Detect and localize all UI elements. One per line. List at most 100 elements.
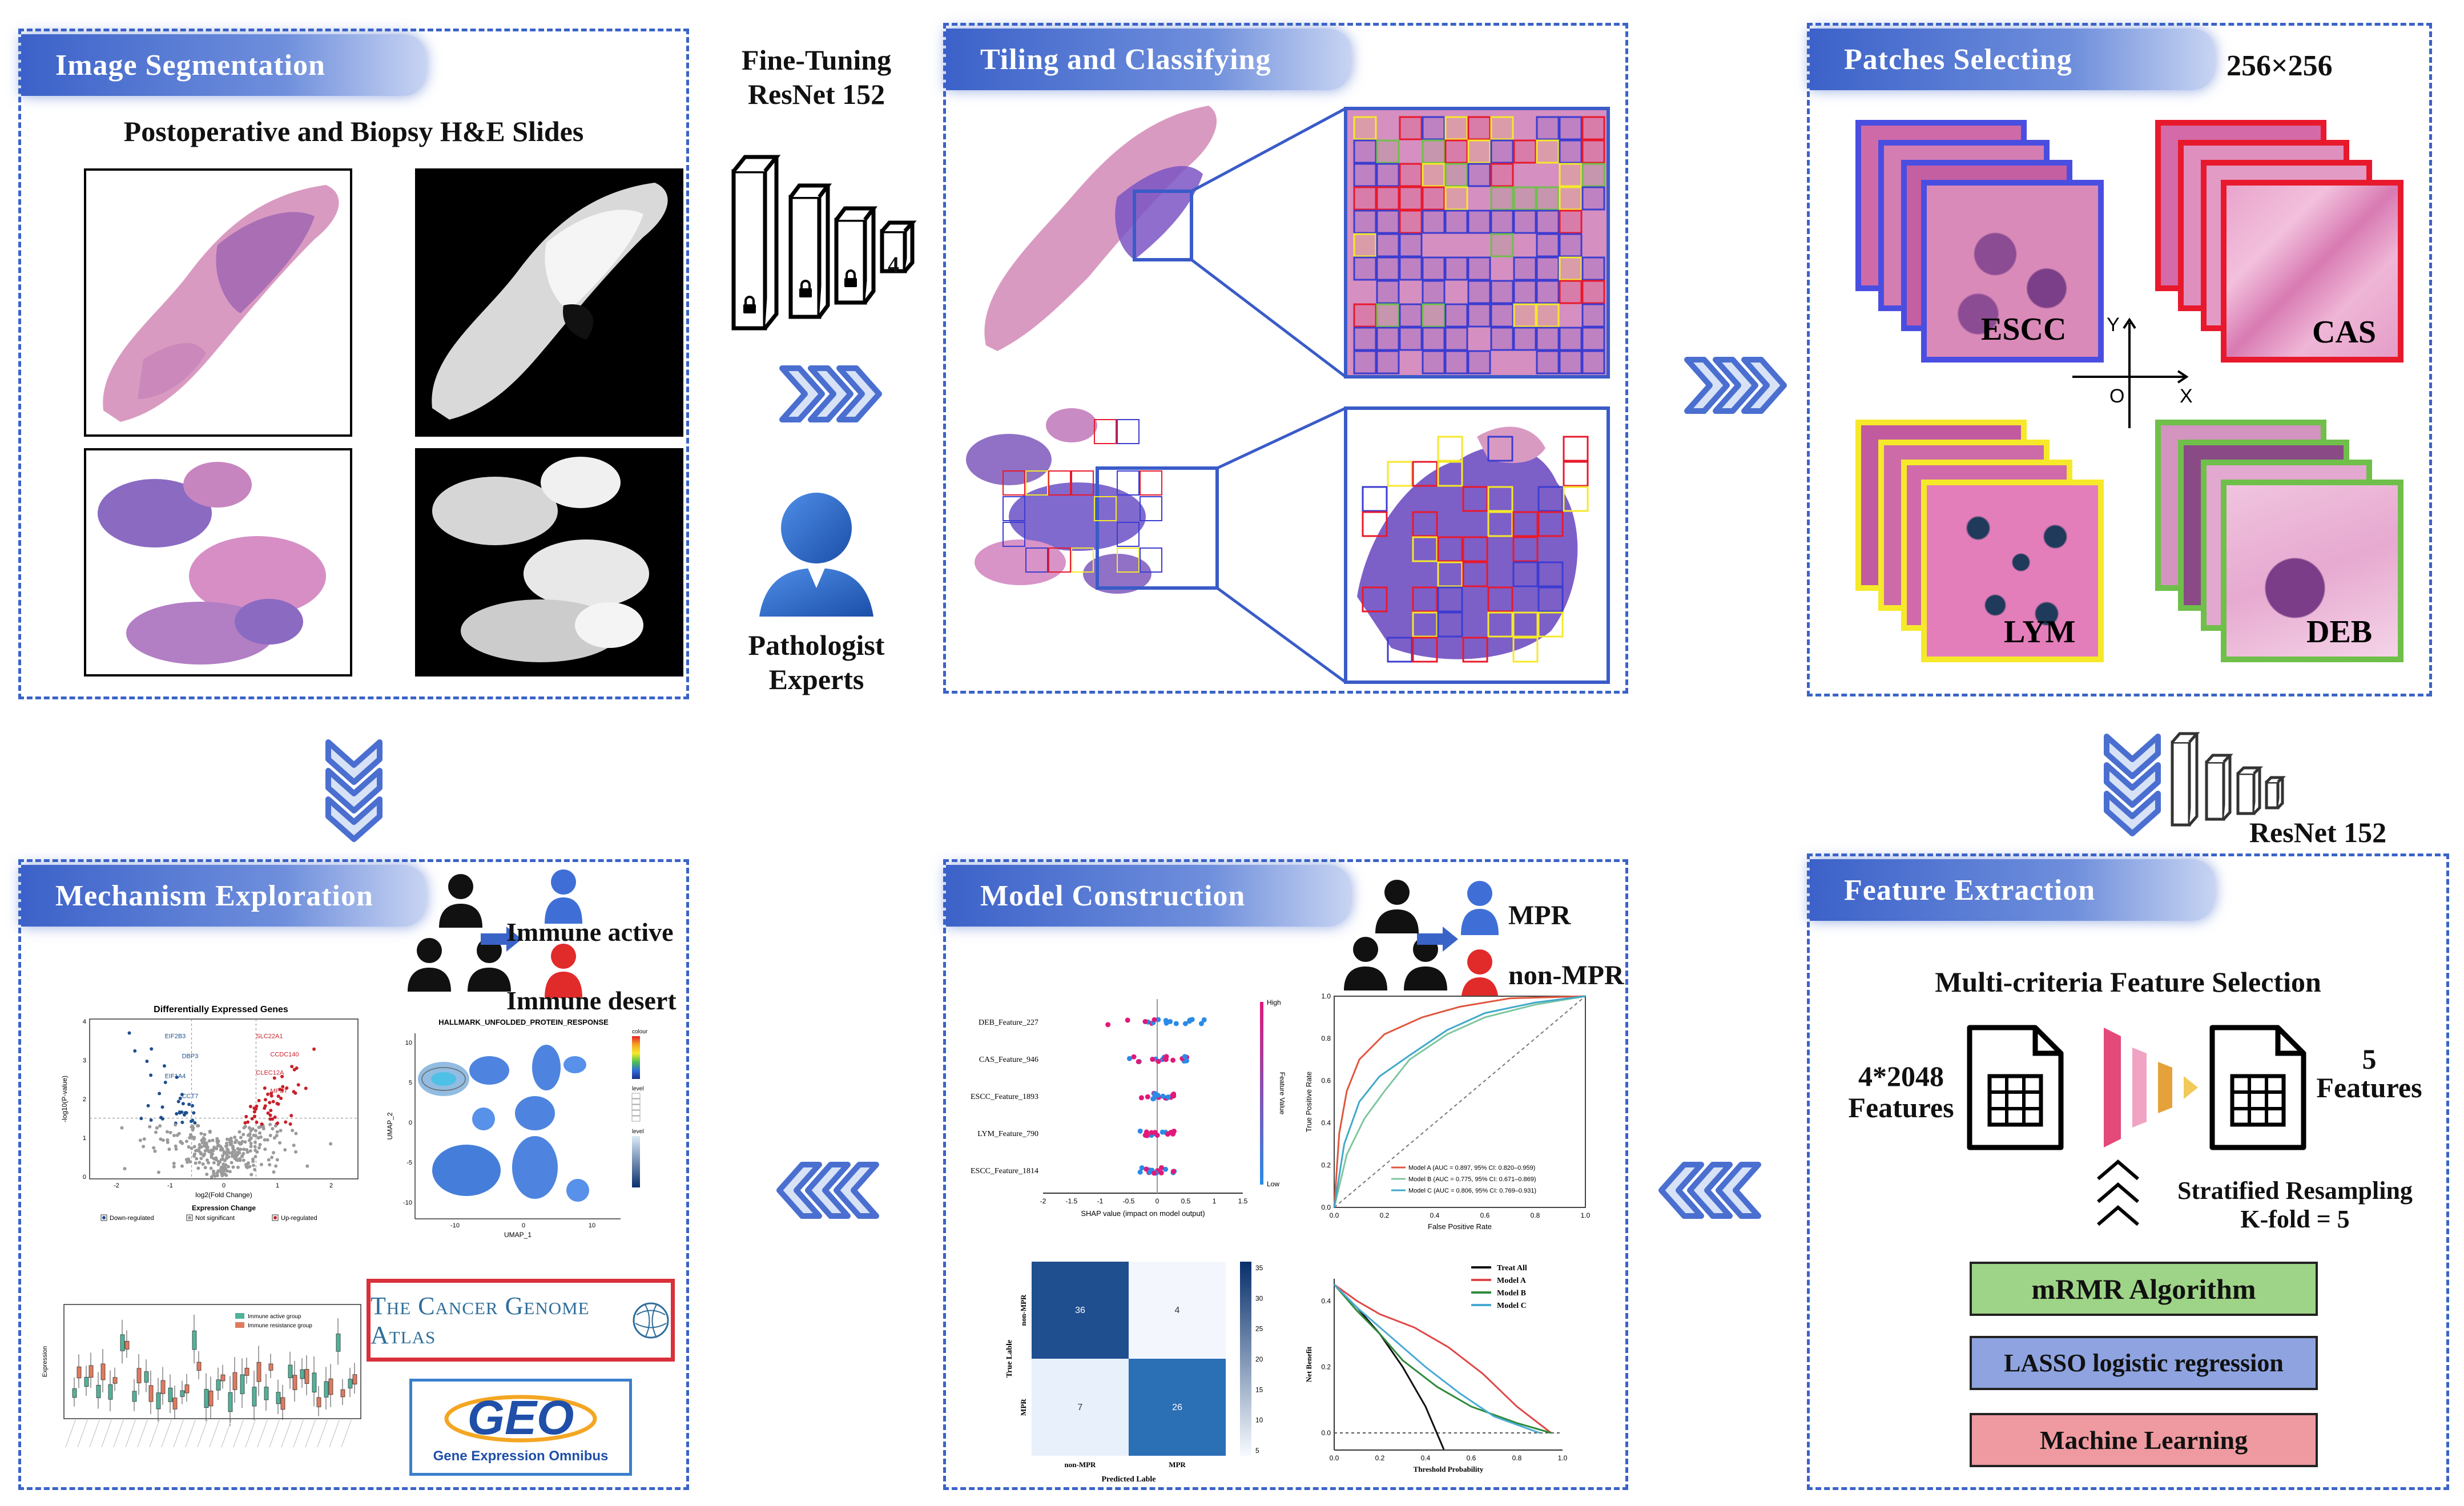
x-tick xyxy=(113,1418,124,1448)
gene-point xyxy=(158,1092,162,1096)
gene-point xyxy=(289,1114,293,1118)
gene-point xyxy=(212,1161,216,1165)
gene-point xyxy=(238,1142,242,1146)
x-tick: 0 xyxy=(222,1182,226,1189)
axis-y-label: Y xyxy=(2107,314,2120,336)
x-axis-label: SHAP value (impact on model output) xyxy=(1081,1209,1205,1218)
legend-swatch xyxy=(273,1216,277,1219)
shap-point xyxy=(1131,1054,1137,1060)
feature-right-label: Features xyxy=(2316,1072,2422,1104)
gene-point xyxy=(195,1157,199,1161)
shap-point xyxy=(1145,1094,1150,1100)
legend-swatch xyxy=(102,1216,106,1219)
gene-point xyxy=(219,1165,223,1169)
cell-cluster xyxy=(532,1045,561,1090)
tile xyxy=(1412,461,1438,487)
box xyxy=(172,1398,178,1410)
gene-point xyxy=(246,1120,250,1124)
box xyxy=(292,1375,297,1390)
roc-line xyxy=(1333,995,1586,1208)
gene-point xyxy=(203,1152,207,1156)
col-label: non-MPR xyxy=(1065,1460,1097,1469)
gene-point xyxy=(172,1161,176,1165)
gene-point xyxy=(263,1086,267,1090)
deb-label: DEB xyxy=(2306,614,2373,650)
gene-point xyxy=(190,1120,194,1124)
gene-point xyxy=(329,1142,333,1146)
tile xyxy=(1536,280,1560,304)
box xyxy=(348,1379,353,1388)
tile xyxy=(1437,461,1463,487)
tile xyxy=(1387,461,1413,487)
tile xyxy=(1376,163,1400,187)
gene-point xyxy=(263,1138,267,1142)
tile xyxy=(1444,303,1468,328)
gene-label: MPST xyxy=(270,1088,288,1095)
gene-point xyxy=(215,1146,219,1150)
box xyxy=(244,1368,249,1376)
x-tick xyxy=(149,1418,160,1448)
x-tick xyxy=(269,1418,280,1448)
tile xyxy=(1437,436,1463,462)
tile xyxy=(1467,163,1491,187)
tile xyxy=(1487,586,1513,613)
legend-label: Up-regulated xyxy=(281,1215,317,1222)
deb-patch-front xyxy=(2221,480,2403,662)
tile xyxy=(1094,496,1117,521)
gene-point xyxy=(258,1143,262,1147)
gene-point xyxy=(225,1169,229,1173)
tile xyxy=(1467,210,1491,234)
legend-label: Model B (AUC = 0.775, 95% CI: 0.671–0.86… xyxy=(1408,1176,1536,1183)
y-tick: 10 xyxy=(405,1040,412,1046)
gene-point xyxy=(231,1153,235,1157)
gene-point xyxy=(259,1162,263,1166)
tile xyxy=(1353,163,1377,187)
gene-point xyxy=(199,1151,203,1155)
box xyxy=(168,1387,173,1402)
x-tick xyxy=(281,1418,292,1448)
tile xyxy=(1117,547,1140,573)
resample-line1: Stratified Resampling xyxy=(2177,1177,2413,1205)
matrix-cell xyxy=(1032,1359,1129,1456)
gene-point xyxy=(270,1155,274,1159)
down-arrow-icon xyxy=(2104,734,2161,836)
tile xyxy=(1559,350,1583,375)
tile xyxy=(1444,256,1468,281)
gene-point xyxy=(266,1111,270,1115)
tile xyxy=(1376,350,1400,375)
resnet-small-icon xyxy=(2171,732,2286,827)
gene-point xyxy=(230,1142,233,1146)
tile xyxy=(1399,186,1423,211)
gene-point xyxy=(203,1137,207,1141)
gene-point xyxy=(179,1140,183,1144)
y-axis-label: True Positive Rate xyxy=(1305,1072,1313,1132)
method-ml-label: Machine Learning xyxy=(2039,1426,2248,1455)
gene-point xyxy=(175,1112,179,1116)
gene-point xyxy=(202,1144,206,1148)
color-bar xyxy=(632,1036,640,1079)
patients-group-icon xyxy=(1344,880,1447,990)
shap-point xyxy=(1150,1057,1155,1062)
tile xyxy=(1362,486,1388,512)
gene-point xyxy=(201,1162,205,1166)
gene-point xyxy=(228,1138,232,1142)
cell-cluster xyxy=(472,1108,495,1130)
legend-swatch xyxy=(631,1110,641,1116)
gene-point xyxy=(158,1124,162,1128)
gene-point xyxy=(275,1134,279,1138)
tile xyxy=(1399,256,1423,281)
gene-point xyxy=(312,1047,316,1051)
gene-point xyxy=(215,1171,219,1175)
funnel-icon xyxy=(2104,1028,2198,1147)
chart-title: HALLMARK_UNFOLDED_PROTEIN_RESPONSE xyxy=(438,1018,609,1026)
shap-point xyxy=(1147,1169,1153,1175)
feature-panel: Feature Extraction Multi-criteria Featur… xyxy=(1807,853,2449,1490)
tile xyxy=(1422,256,1446,281)
shap-point xyxy=(1152,1017,1157,1022)
gene-label: EIF2B3 xyxy=(165,1033,186,1040)
immune-active-person-icon xyxy=(545,869,582,924)
gene-point xyxy=(149,1118,153,1122)
y-tick: 1.0 xyxy=(1321,992,1331,1000)
gene-point xyxy=(274,1164,278,1168)
matrix-value: 4 xyxy=(1175,1306,1180,1315)
